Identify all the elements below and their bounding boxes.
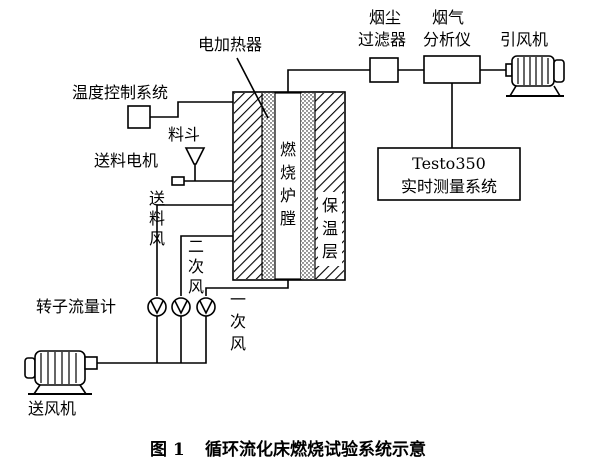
gas-analyzer-label-2: 分析仪 — [423, 30, 471, 49]
dust-filter-label-2: 过滤器 — [358, 30, 406, 49]
feeding-motor-label: 送料电机 — [94, 151, 158, 170]
dust-filter-label-1: 烟尘 — [369, 8, 401, 27]
electric-heater-label: 电加热器 — [198, 35, 262, 54]
insulation-char-3: 层 — [322, 242, 338, 261]
insulation-hatch-left — [234, 93, 262, 279]
secondary-air-char-1: 二 — [188, 237, 204, 256]
induced-fan-label: 引风机 — [500, 30, 548, 49]
temperature-control-label: 温度控制系统 — [72, 83, 168, 102]
hopper-label: 料斗 — [168, 125, 200, 144]
rotameter-label: 转子流量计 — [36, 297, 116, 316]
chamber-char-4: 膛 — [280, 209, 296, 228]
insulation-char-1: 保 — [322, 196, 338, 215]
primary-air-pipe — [205, 280, 289, 296]
gas-analyzer-box — [423, 55, 481, 84]
hopper-icon — [184, 147, 206, 165]
chamber-char-3: 炉 — [280, 186, 296, 205]
air-supply-header — [97, 316, 207, 364]
blower-icon — [24, 350, 98, 395]
testo-label-2: 实时测量系统 — [401, 177, 497, 196]
heater-dots-right — [301, 93, 315, 279]
secondary-air-char-3: 风 — [188, 277, 204, 296]
furnace-column — [232, 91, 346, 281]
temperature-control-wire — [150, 101, 233, 118]
figure-number: 图 1 — [150, 440, 185, 460]
induced-fan-icon — [505, 55, 565, 97]
primary-air-char-1: 一 — [230, 290, 246, 309]
primary-air-char-2: 次 — [230, 312, 246, 331]
flue-pipe-to-filter — [287, 69, 370, 92]
chamber-char-1: 燃 — [280, 140, 296, 159]
blower-label: 送风机 — [28, 399, 76, 418]
rotameter-primary-air — [196, 297, 216, 317]
insulation-layer-label: 保 温 层 — [322, 196, 338, 261]
gas-analyzer-label-1: 烟气 — [432, 8, 464, 27]
secondary-air-pipe — [180, 235, 233, 296]
electric-heater-leader — [236, 57, 269, 119]
feed-air-char-1: 送 — [149, 189, 165, 208]
dust-filter-box — [369, 57, 399, 83]
rotameter-secondary-air — [171, 297, 191, 317]
testo-system-box — [377, 147, 521, 201]
rotameter-feed-air — [147, 297, 167, 317]
primary-air-char-3: 风 — [230, 334, 246, 353]
temperature-control-box — [127, 105, 151, 129]
testo-label-1: Testo350 — [412, 154, 486, 173]
feeding-motor-icon — [171, 176, 185, 186]
insulation-char-2: 温 — [322, 219, 338, 238]
chamber-char-2: 烧 — [280, 163, 296, 182]
feed-air-pipe — [156, 204, 233, 296]
heater-dots-left — [262, 93, 275, 279]
insulation-label-bg — [318, 192, 342, 266]
secondary-air-char-2: 次 — [188, 257, 204, 276]
figure-caption: 循环流化床燃烧试验系统示意 — [205, 439, 426, 460]
furnace-chamber-label: 燃 烧 炉 膛 — [280, 140, 296, 228]
